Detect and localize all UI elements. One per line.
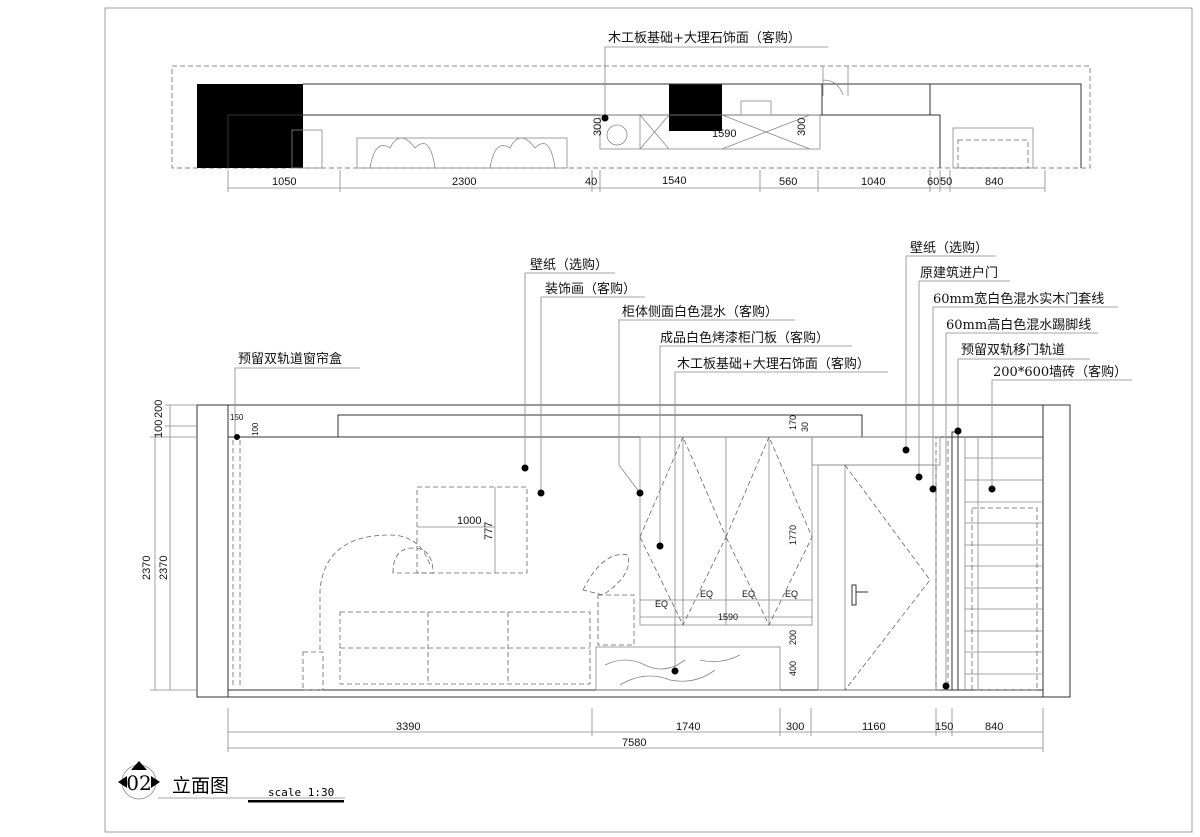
- dim-label: 1000: [457, 515, 481, 527]
- plan-dim: 560: [779, 176, 797, 188]
- dim-label: 840: [985, 721, 1003, 733]
- dim-label: 1740: [676, 721, 700, 733]
- callout-label: 60mm高白色混水踢脚线: [946, 317, 1091, 333]
- drawing-scale: scale 1:30: [268, 786, 334, 799]
- sliding-door-track: [951, 431, 959, 691]
- plan-dim: 1050: [272, 176, 296, 188]
- callout-label: 预留双轨道窗帘盒: [238, 351, 342, 367]
- plan-dim: 50: [940, 176, 952, 188]
- dim-label: 200: [153, 400, 165, 418]
- dim-label: 3390: [396, 721, 420, 733]
- callout-label: 200*600墙砖（客购）: [993, 364, 1127, 380]
- plan-view: 300 1590 300 1050 2300 40 1540 560 1040 …: [171, 30, 1091, 192]
- floor-lamp: [319, 534, 431, 650]
- callout-label: 木工板基础+大理石饰面（客购）: [677, 356, 870, 372]
- plan-dim: 2300: [452, 176, 476, 188]
- callout-label: 装饰画（客购）: [545, 281, 636, 297]
- dim-label: 300: [786, 721, 804, 733]
- sheet-border: [104, 7, 1193, 833]
- callout-label: 原建筑进户门: [920, 265, 998, 281]
- plan-dim: 1540: [662, 175, 686, 187]
- callout-label: 成品白色烤漆柜门板（客购）: [660, 330, 829, 346]
- entry-door: [817, 464, 937, 691]
- dim-label: 200: [788, 630, 798, 645]
- dim-label: 1160: [862, 721, 886, 733]
- plan-dim: 60: [927, 176, 939, 188]
- callout-label: 壁纸（选购）: [910, 240, 988, 256]
- drawing-title: 02 立面图 scale 1:30: [118, 761, 345, 803]
- dim-label: 2370: [158, 556, 170, 580]
- marble-base: [595, 646, 781, 691]
- dim-label: 100: [251, 422, 260, 436]
- total-dim: 7580: [622, 737, 646, 749]
- dim-label: 1590: [718, 612, 738, 622]
- dim-label: 30: [800, 422, 810, 432]
- picture-frame: [416, 486, 528, 574]
- dim-label: 1770: [788, 525, 798, 545]
- callout-label: 60mm宽白色混水实木门套线: [933, 291, 1104, 307]
- dim-label: 150: [935, 721, 953, 733]
- eq-label: EQ: [700, 589, 713, 599]
- plan-dim: 840: [985, 176, 1003, 188]
- dim-label: 100: [153, 420, 165, 438]
- column-block: [197, 84, 303, 168]
- dim-label: 170: [788, 415, 798, 430]
- dim-label: 2370: [141, 556, 153, 580]
- elevation-view: 1000 777 EQ EQ EQ EQ 1590 1770 170 30 20…: [141, 240, 1132, 752]
- plan-dim: 40: [585, 176, 597, 188]
- column-block: [669, 84, 722, 131]
- wall-tiles: [964, 437, 1043, 690]
- eq-label: EQ: [655, 599, 668, 609]
- plan-callout: 木工板基础+大理石饰面（客购）: [608, 30, 801, 46]
- plan-dim: 300: [796, 118, 808, 136]
- plan-dim: 1040: [861, 176, 885, 188]
- callout-label: 壁纸（选购）: [530, 257, 608, 273]
- drawing-number: 02: [126, 771, 151, 795]
- plan-dim: 1590: [712, 128, 736, 140]
- dim-label: 400: [788, 661, 798, 676]
- callout-label: 柜体侧面白色混水（客购）: [622, 304, 778, 320]
- plan-dim: 300: [592, 118, 604, 136]
- drawing-name: 立面图: [172, 775, 229, 797]
- callout-label: 预留双轨移门轨道: [961, 343, 1065, 358]
- dim-label: 150: [230, 413, 244, 422]
- eq-label: EQ: [742, 589, 755, 599]
- dim-label: 777: [483, 522, 495, 540]
- eq-label: EQ: [785, 589, 798, 599]
